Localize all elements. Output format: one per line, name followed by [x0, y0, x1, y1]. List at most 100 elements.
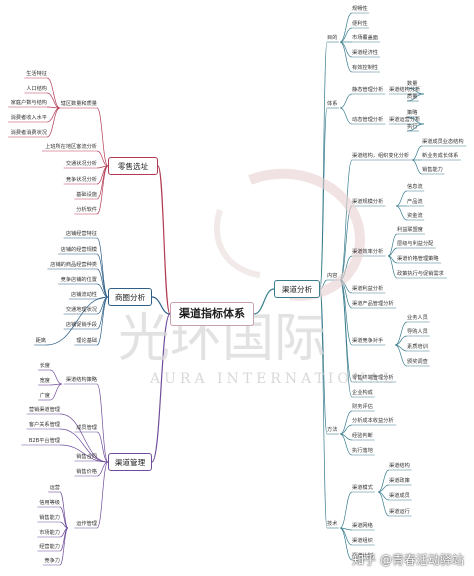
efficiency-item[interactable]: 信息流	[407, 184, 423, 190]
structure-item[interactable]: 新业务成长体系	[422, 153, 459, 159]
topic-mall[interactable]: 商圈分析	[108, 288, 152, 306]
mgmt-subitem[interactable]: 销售能力	[39, 515, 60, 521]
mode-item[interactable]: 渠道结构	[389, 463, 410, 469]
system-subitem[interactable]: 渠道结构分析	[389, 87, 421, 93]
mgmt-subitem[interactable]: 宽度	[39, 378, 50, 384]
content-item[interactable]: 渠道效率分析	[352, 249, 384, 255]
retail-subitem[interactable]: 消费者消费状况	[10, 130, 47, 136]
system-detail[interactable]: 策略	[407, 110, 418, 116]
connector	[49, 383, 63, 401]
method-item[interactable]: 分析成本收益分析	[352, 418, 394, 424]
mode-item[interactable]: 渠道运行	[389, 509, 410, 515]
retail-subitem[interactable]: 人口结构	[26, 86, 47, 92]
efficiency-item[interactable]: 资金流	[407, 213, 423, 219]
mgmt-subitem[interactable]: 市场能力	[39, 530, 60, 536]
goal-item[interactable]: 有效控制性	[352, 65, 378, 71]
system-item[interactable]: 动态管理分析	[352, 117, 384, 123]
mgmt-subitem[interactable]: 广度	[39, 393, 50, 399]
topic-channel-mgmt[interactable]: 渠道管理	[108, 453, 152, 471]
system-detail[interactable]: 执行	[407, 124, 418, 130]
connector	[339, 41, 353, 58]
topic-channel-analysis[interactable]: 渠道分析	[274, 280, 320, 298]
content-item[interactable]: 渠道利益分析	[352, 286, 384, 292]
connector	[394, 335, 408, 346]
mgmt-item[interactable]: 运作管理	[76, 521, 97, 527]
mgmt-item[interactable]: 客户关系管理	[28, 422, 60, 428]
mgmt-item[interactable]: B2B平台管理	[28, 438, 60, 444]
method-item[interactable]: 经验判断	[352, 433, 373, 439]
mgmt-item[interactable]: 成员管理	[76, 425, 97, 431]
terminal-item[interactable]: 导购人员	[407, 329, 428, 335]
mall-item[interactable]: 店铺的经营规模	[60, 247, 97, 253]
method-item[interactable]: 执行落地	[352, 448, 373, 454]
profit-item[interactable]: 利益联盟度	[397, 227, 423, 233]
profit-item[interactable]: 渠道价格管理策略	[397, 256, 439, 262]
profit-item[interactable]: 政策执行与促销需求	[397, 271, 444, 277]
mall-item[interactable]: 竞争店铺的位置	[60, 277, 97, 283]
retail-subitem[interactable]: 生活特征	[26, 71, 47, 77]
terminal-item[interactable]: 颁奖调查	[407, 359, 428, 365]
retail-item[interactable]: 辖区数量和质量	[60, 101, 97, 107]
system-item[interactable]: 静态管理分析	[352, 87, 384, 93]
content-item[interactable]: 渠道规模分析	[352, 199, 384, 205]
content-item[interactable]: 企业构成	[352, 390, 373, 396]
tech-item[interactable]: 渠道网络	[352, 523, 373, 529]
goal-item[interactable]: 规畅性	[352, 6, 368, 12]
retail-subitem[interactable]: 消费者收入水平	[10, 115, 47, 121]
method-item[interactable]: 财务评估	[352, 404, 373, 410]
mgmt-item[interactable]: 销售价格	[76, 469, 97, 475]
mall-item[interactable]: 店铺流动性	[71, 292, 97, 298]
analysis-group[interactable]: 体系	[327, 101, 338, 107]
retail-item[interactable]: 分析软件	[76, 207, 97, 213]
root-topic[interactable]: 渠道指标体系	[170, 302, 254, 326]
retail-item[interactable]: 竞争状况分析	[65, 177, 97, 183]
retail-item[interactable]: 上班所在地区客流分析	[45, 144, 97, 150]
goal-item[interactable]: 市场覆盖面	[352, 35, 378, 41]
content-item[interactable]: 渠道竞争对手	[352, 338, 384, 344]
mall-item[interactable]: 距离	[35, 338, 46, 344]
mall-item[interactable]: 交通地理状况	[65, 307, 97, 313]
terminal-item[interactable]: 业务人员	[407, 315, 428, 321]
connector	[96, 253, 109, 298]
analysis-group[interactable]: 方法	[327, 427, 338, 433]
mgmt-item[interactable]: 渠道结构策略	[65, 377, 97, 383]
profit-item[interactable]: 层级与利益分配	[397, 241, 434, 247]
mgmt-item[interactable]: 销售合同	[76, 454, 97, 460]
connector	[406, 116, 425, 125]
mall-item[interactable]: 店铺促销手段	[65, 322, 97, 328]
system-subitem[interactable]: 渠道运营分析	[389, 117, 421, 123]
structure-item[interactable]: 销售能力	[422, 167, 443, 173]
mgmt-subitem[interactable]: 竞争力	[44, 558, 60, 564]
analysis-group[interactable]: 技术	[327, 521, 338, 527]
content-item[interactable]: 渠道结构，组织变化分析	[352, 153, 410, 159]
mode-item[interactable]: 渠道成员	[389, 493, 410, 499]
efficiency-item[interactable]: 产品流	[407, 199, 423, 205]
connector	[395, 205, 408, 221]
system-detail[interactable]: 质量	[407, 94, 418, 100]
mall-item[interactable]: 理论基础	[76, 338, 97, 344]
mall-item[interactable]: 店铺的商品经营种类	[50, 262, 97, 268]
analysis-group[interactable]: 目的	[327, 35, 338, 41]
mgmt-subitem[interactable]: 经营能力	[39, 544, 60, 550]
retail-item[interactable]: 基础设施	[76, 192, 97, 198]
goal-item[interactable]: 渠道经济性	[352, 50, 378, 56]
retail-subitem[interactable]: 家庭户数与结构	[10, 100, 47, 106]
tech-item[interactable]: 渠道组织	[352, 538, 373, 544]
content-item[interactable]: 渠道产品管理分析	[352, 301, 394, 307]
mode-item[interactable]: 渠道政策	[389, 478, 410, 484]
mgmt-subitem[interactable]: 信用等级	[39, 500, 60, 506]
topic-retail[interactable]: 零售选址	[108, 157, 158, 175]
content-item[interactable]: 零售终端管理分析	[352, 375, 394, 381]
structure-item[interactable]: 渠道成员业态结构	[422, 139, 464, 145]
retail-item[interactable]: 交通状况分析	[65, 161, 97, 167]
mall-item[interactable]: 店铺经营特征	[65, 231, 97, 237]
mgmt-subitem[interactable]: 长度	[39, 363, 50, 369]
goal-item[interactable]: 便利性	[352, 21, 368, 27]
system-detail[interactable]: 数量	[407, 81, 418, 87]
mgmt-item[interactable]: 营销渠道管理	[28, 407, 60, 413]
mgmt-subitem[interactable]: 运营	[49, 485, 60, 491]
analysis-group[interactable]: 内容	[327, 273, 338, 279]
tech-item[interactable]: 渠道计划	[352, 553, 373, 559]
terminal-item[interactable]: 素质培训	[407, 344, 428, 350]
tech-item[interactable]: 渠道模式	[352, 485, 373, 491]
